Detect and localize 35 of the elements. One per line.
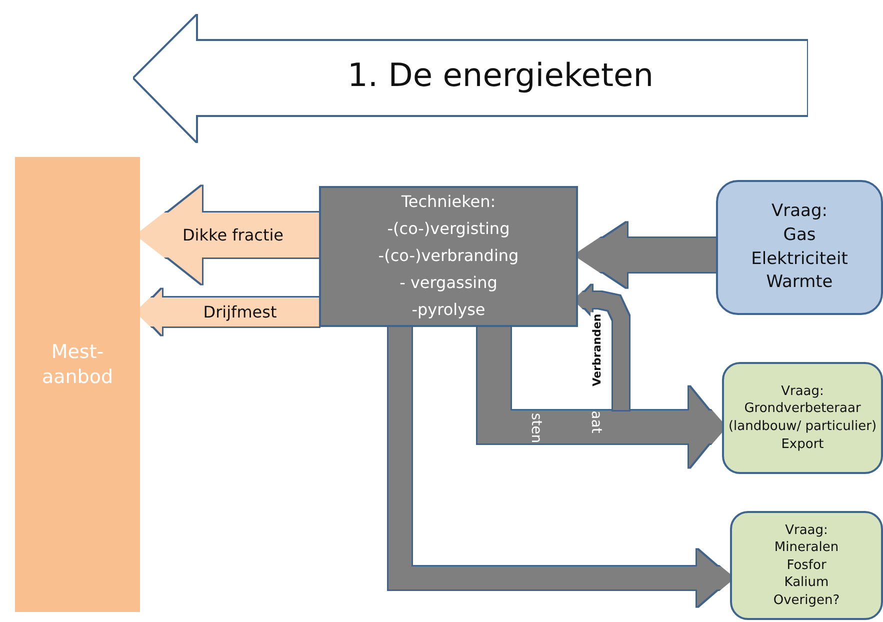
box-heading: Vraag: (772, 200, 828, 223)
box-text: Gas (783, 224, 816, 247)
box-text: Mineralen (774, 539, 839, 557)
title: 1. De energieketen (348, 56, 654, 94)
block-arrow (578, 222, 716, 288)
box-text: Warmte (766, 271, 833, 294)
box-heading: Mest- aanbod (40, 340, 114, 390)
demand-box (722, 362, 883, 474)
box-text: (landbouw/ particulier) (728, 418, 877, 436)
demand-box (730, 511, 883, 620)
process-box (319, 186, 578, 327)
box-text: Fosfor (786, 556, 826, 574)
box-text: Overigen? (773, 592, 840, 610)
arrow-text: aat (588, 410, 604, 434)
box-heading: Technieken: (401, 191, 496, 214)
box-text: Export (781, 436, 824, 454)
box-text: - vergassing (400, 272, 498, 294)
block-arrow (388, 327, 730, 606)
arrow-text: sten (528, 412, 544, 444)
block-arrow (140, 289, 319, 335)
box-text: Elektriciteit (751, 248, 848, 270)
edge-label: Drijfmest (202, 302, 278, 322)
demand-box (716, 180, 883, 315)
box-heading: Vraag: (785, 522, 828, 540)
title-arrow (133, 14, 808, 143)
block-arrow (578, 285, 629, 410)
edge-label: Dikke fractie (181, 226, 285, 244)
box-text: -(co-)verbranding (378, 245, 519, 268)
box-text: -pyrolyse (412, 298, 486, 321)
box-text: Grondverbeteraar (744, 400, 861, 418)
box-text: Kalium (784, 574, 829, 592)
edge-label: Verbranden (590, 312, 604, 388)
box-heading: Vraag: (781, 382, 824, 400)
supply-bar (15, 157, 140, 612)
box-text: -(co-)vergisting (387, 218, 510, 240)
